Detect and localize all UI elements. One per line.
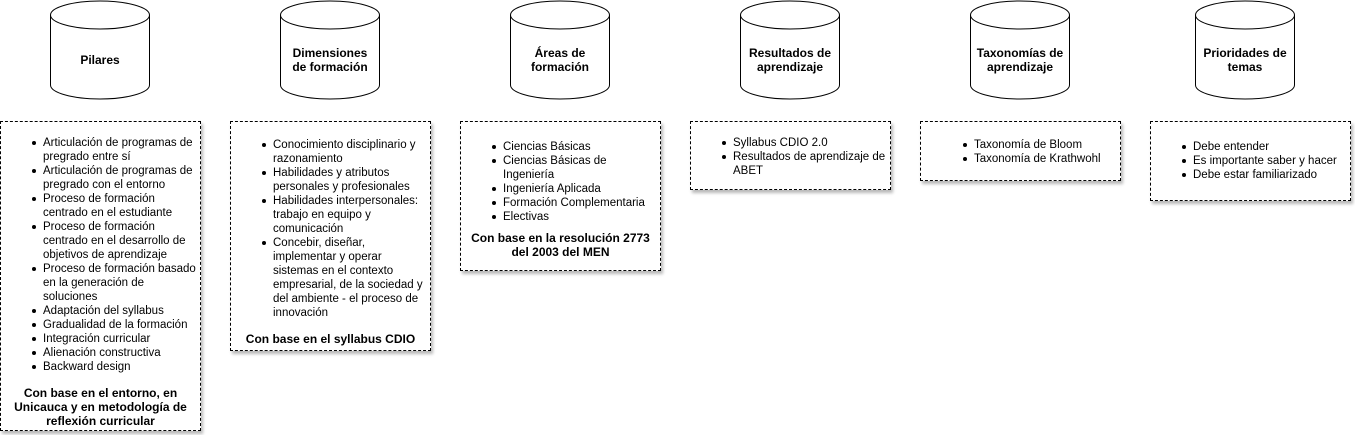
list-item: Proceso de formación centrado en el estu… — [32, 192, 200, 220]
resultados-box: Syllabus CDIO 2.0 Resultados de aprendiz… — [690, 121, 891, 190]
cylinder-shape — [970, 0, 1070, 100]
pilares-cylinder: Pilares — [50, 0, 150, 102]
list-item: Taxonomía de Bloom — [963, 138, 1120, 152]
list-item: Formación Complementaria — [492, 196, 660, 210]
resultados-cylinder: Resultados de aprendizaje — [740, 0, 840, 102]
pilares-box: Articulación de programas de pregrado en… — [0, 121, 201, 431]
prioridades-cylinder: Prioridades de temas — [1195, 0, 1295, 102]
list-item: Habilidades interpersonales: trabajo en … — [262, 194, 430, 236]
list-item: Electivas — [492, 210, 660, 224]
dimensiones-box: Conocimiento disciplinario y razonamient… — [230, 121, 431, 351]
list-item: Es importante saber y hacer — [1182, 154, 1350, 168]
cylinder-shape — [1195, 0, 1295, 100]
prioridades-list: Debe entender Es importante saber y hace… — [1151, 140, 1350, 182]
list-item: Adaptación del syllabus — [32, 304, 200, 318]
list-item: Proceso de formación centrado en el desa… — [32, 220, 200, 262]
list-item: Debe estar familiarizado — [1182, 168, 1350, 182]
list-item: Ciencias Básicas de Ingeniería — [492, 154, 660, 182]
list-item: Habilidades y atributos personales y pro… — [262, 166, 430, 194]
prioridades-title: Prioridades de temas — [1203, 46, 1287, 74]
dimensiones-cylinder: Dimensiones de formación — [280, 0, 380, 102]
list-item: Debe entender — [1182, 140, 1350, 154]
prioridades-box: Debe entender Es importante saber y hace… — [1150, 121, 1351, 201]
taxonomias-box: Taxonomía de Bloom Taxonomía de Krathwoh… — [920, 121, 1121, 181]
areas-note: Con base en la resolución 2773 del 2003 … — [471, 231, 650, 259]
list-item: Articulación de programas de pregrado co… — [32, 164, 200, 192]
dimensiones-title: Dimensiones de formación — [292, 46, 368, 74]
areas-title: Áreas de formación — [530, 46, 589, 74]
resultados-list: Syllabus CDIO 2.0 Resultados de aprendiz… — [691, 136, 890, 178]
cylinder-shape — [510, 0, 610, 100]
pilares-list: Articulación de programas de pregrado en… — [1, 136, 200, 374]
list-item: Alienación constructiva — [32, 346, 200, 360]
list-item: Backward design — [32, 360, 200, 374]
taxonomias-list: Taxonomía de Bloom Taxonomía de Krathwoh… — [921, 138, 1120, 166]
areas-list: Ciencias Básicas Ciencias Básicas de Ing… — [461, 140, 660, 224]
list-item: Integración curricular — [32, 332, 200, 346]
areas-box: Ciencias Básicas Ciencias Básicas de Ing… — [460, 121, 661, 271]
areas-cylinder: Áreas de formación — [510, 0, 610, 102]
cylinder-shape — [740, 0, 840, 100]
list-item: Ingeniería Aplicada — [492, 182, 660, 196]
list-item: Resultados de aprendizaje de ABET — [722, 150, 890, 178]
cylinder-shape — [280, 0, 380, 100]
resultados-title: Resultados de aprendizaje — [748, 46, 832, 74]
list-item: Taxonomía de Krathwohl — [963, 152, 1120, 166]
list-item: Concebir, diseñar, implementar y operar … — [262, 236, 430, 320]
list-item: Conocimiento disciplinario y razonamient… — [262, 138, 430, 166]
dimensiones-list: Conocimiento disciplinario y razonamient… — [231, 138, 430, 320]
taxonomias-title: Taxonomías de aprendizaje — [976, 46, 1064, 74]
list-item: Syllabus CDIO 2.0 — [722, 136, 890, 150]
dimensiones-note: Con base en el syllabus CDIO — [245, 332, 416, 346]
taxonomias-cylinder: Taxonomías de aprendizaje — [970, 0, 1070, 102]
pilares-note: Con base en el entorno, en Unicauca y en… — [14, 386, 187, 428]
list-item: Ciencias Básicas — [492, 140, 660, 154]
pilares-title: Pilares — [80, 53, 120, 67]
list-item: Gradualidad de la formación — [32, 318, 200, 332]
list-item: Proceso de formación basado en la genera… — [32, 262, 200, 304]
cylinder-shape — [50, 0, 150, 100]
list-item: Articulación de programas de pregrado en… — [32, 136, 200, 164]
